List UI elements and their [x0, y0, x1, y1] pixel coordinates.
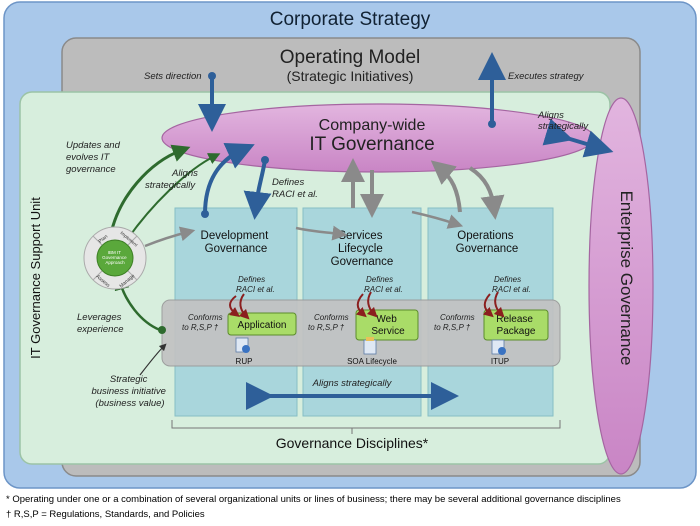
defines-raci-ops-small: Defines RACI et al.	[492, 275, 531, 294]
enterprise-governance-label: Enterprise Governance	[617, 191, 636, 366]
development-governance-title: Development Governance	[201, 230, 272, 255]
cycle-to-dev-arrow	[144, 226, 196, 248]
raci-red-arrow-svc-2	[366, 291, 378, 318]
services-lifecycle-title: Services Lifecycle Governance	[331, 230, 394, 268]
raci-red-arrow-ops-2	[493, 291, 505, 318]
defines-raci-dev-small: Defines RACI et al.	[236, 275, 275, 294]
enterprise-governance	[588, 97, 654, 475]
raci-red-arrow-ops-1	[482, 293, 494, 318]
application-label: Application	[238, 320, 287, 331]
cycle-divider-2	[127, 235, 138, 246]
sets-direction-label: Sets direction	[144, 71, 202, 82]
ops-down-arrow	[468, 166, 505, 220]
conforms-dev-label: Conforms to R,S,P †	[182, 313, 225, 332]
itup-document-icon	[491, 339, 506, 355]
soa-lifecycle-label: SOA Lifecycle	[347, 357, 397, 366]
defines-raci-svc-small: Defines RACI et al.	[364, 275, 403, 294]
disciplines-bracket	[171, 420, 561, 429]
defines-raci-dev-dot	[261, 156, 269, 164]
it-governance-line2: IT Governance	[309, 134, 434, 155]
executes-strategy-dot	[488, 120, 496, 128]
it-support-unit-label: IT Governance Support Unit	[28, 197, 43, 359]
web-service-label: Web Service	[371, 314, 405, 337]
conforms-svc-label: Conforms to R,S,P †	[308, 313, 351, 332]
ibm-governance-cycle: IBM IT Governance Approach Plan Implemen…	[83, 226, 147, 290]
sets-direction-dot	[208, 72, 216, 80]
cycle-plan-label: Plan	[98, 234, 110, 245]
aligns-left-label: Aligns strategically	[145, 168, 201, 191]
operating-model-subtitle: (Strategic Initiatives)	[287, 68, 414, 84]
cycle-divider-3	[92, 270, 103, 281]
dev-to-services-arrow	[295, 225, 348, 241]
executes-strategy-label: Executes strategy	[508, 71, 585, 82]
strategic-initiative-label: Strategic business initiative (business …	[91, 374, 168, 409]
aligns-right-arrow	[542, 118, 614, 158]
aligns-bottom-label: Aligns strategically	[312, 378, 393, 389]
cycle-divider-4	[127, 270, 138, 281]
cycle-center-text: IBM IT Governance Approach	[102, 250, 128, 265]
operating-model-title: Operating Model	[280, 47, 420, 68]
aligns-left-dot	[201, 210, 209, 218]
governance-disciplines-label: Governance Disciplines*	[276, 435, 429, 451]
raci-red-arrow-svc-1	[355, 293, 367, 318]
operations-governance-title: Operations Governance	[456, 230, 519, 255]
cycle-divider-1	[92, 235, 103, 246]
rup-label: RUP	[236, 357, 253, 366]
rup-document-icon	[235, 337, 250, 353]
updates-evolves-arrow	[108, 144, 191, 239]
conforms-ops-label: Conforms to R,S,P †	[434, 313, 477, 332]
leverages-experience-label: Leverages experience	[77, 312, 124, 335]
soa-document-icon	[363, 337, 377, 355]
defines-raci-label: Defines RACI et al.	[272, 177, 318, 200]
updates-evolves-label: Updates and evolves IT governance	[66, 140, 123, 175]
it-governance-line1: Company-wide	[319, 117, 426, 134]
aligns-left-arrow	[203, 143, 255, 215]
raci-red-arrow-dev-2	[238, 293, 250, 320]
itup-label: ITUP	[491, 357, 509, 366]
strategic-initiative-arrow	[139, 343, 167, 376]
services-to-ops-arrow	[411, 210, 464, 229]
aligns-right-label: Aligns strategically	[537, 110, 589, 132]
cycle-center	[96, 239, 134, 277]
footnote-operating-units: * Operating under one or a combination o…	[6, 494, 621, 505]
corporate-strategy-title: Corporate Strategy	[270, 9, 431, 30]
defines-raci-dev-arrow	[243, 159, 272, 220]
raci-red-arrow-dev-1	[228, 295, 240, 318]
ops-up-arrow	[430, 160, 462, 213]
footnote-rsp: † R,S,P = Regulations, Standards, and Po…	[6, 509, 205, 520]
release-package-label: Release Package	[496, 314, 536, 337]
leverages-dot	[158, 326, 166, 334]
